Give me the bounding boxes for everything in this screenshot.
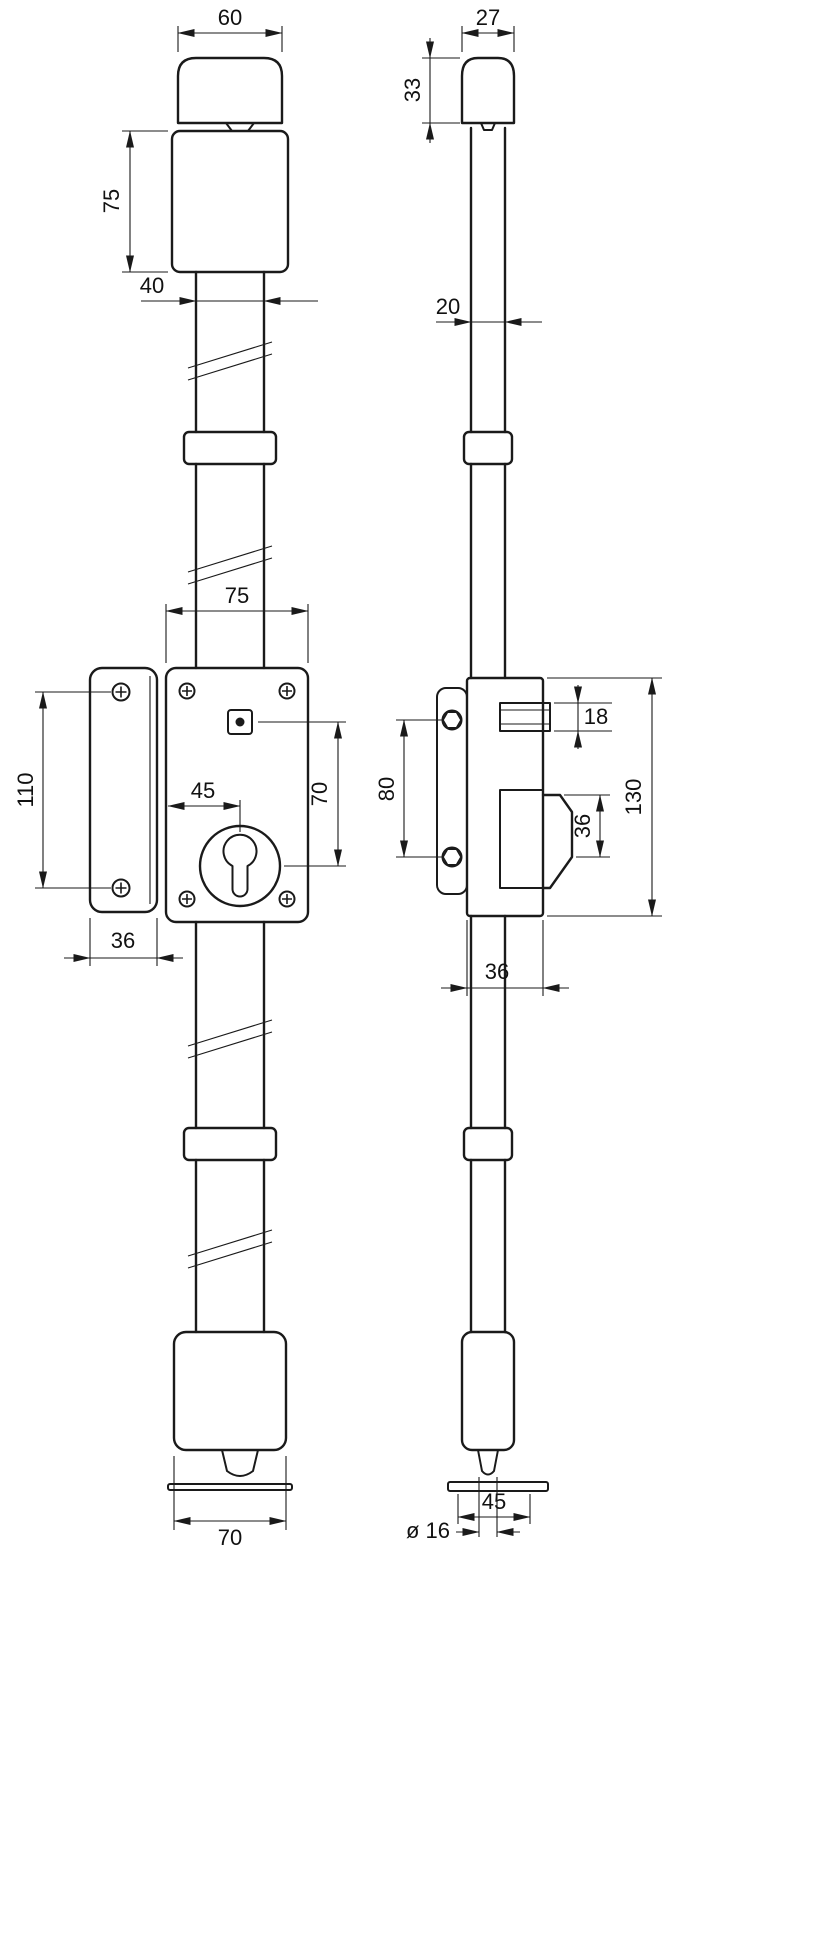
side-dim-latch-height: 18 — [554, 685, 612, 749]
side-dim-bolt-height: 36 — [564, 794, 610, 858]
front-bottom-block — [172, 1330, 288, 1452]
front-keeper-screws — [111, 682, 131, 898]
side-dim-cap-height: 33 — [400, 38, 460, 143]
side-dim-screw-spacing: 80 — [374, 719, 444, 858]
front-view: 60 75 40 — [13, 5, 346, 1550]
side-latch-bolt — [499, 702, 551, 732]
front-dim-rod-width: 40 — [140, 273, 318, 305]
front-lower-collar — [182, 1126, 278, 1162]
side-dead-bolt — [499, 789, 574, 890]
dim-label-bolt-height: 36 — [570, 814, 595, 838]
dim-label-spindle-to-cylinder: 70 — [307, 782, 332, 806]
dim-label-side-rod-width: 20 — [436, 294, 460, 319]
dim-label-side-cap-height: 33 — [400, 78, 425, 102]
front-dim-foot-width: 70 — [173, 1456, 287, 1550]
side-dim-rod-width: 20 — [436, 294, 542, 326]
dim-label-foot-width: 70 — [218, 1525, 242, 1550]
side-top-cap — [460, 56, 516, 131]
side-ground-plate — [447, 1481, 549, 1492]
side-dim-foot-width: 45 — [457, 1489, 531, 1524]
front-dim-case-width: 75 — [165, 583, 309, 663]
front-bottom-pin — [221, 1449, 259, 1477]
side-dim-case-height: 130 — [547, 677, 662, 917]
side-view: 27 33 20 — [374, 5, 662, 1543]
front-spindle-square — [227, 709, 253, 735]
front-dim-cylinder-offset: 45 — [167, 778, 241, 832]
side-lower-collar — [462, 1126, 514, 1162]
side-upper-collar — [462, 430, 514, 466]
dim-label-rod-width: 40 — [140, 273, 164, 298]
front-lock-case — [164, 666, 310, 924]
front-dim-cap-width: 60 — [177, 5, 283, 52]
front-top-cap — [176, 56, 284, 132]
side-back-plate — [436, 687, 468, 895]
dim-label-head-height: 75 — [99, 189, 124, 213]
dim-label-pin-diameter: ø 16 — [406, 1518, 450, 1543]
side-lock-case — [465, 676, 545, 918]
side-bottom-block — [460, 1330, 516, 1452]
side-dim-cap-width: 27 — [461, 5, 515, 52]
dim-label-latch-height: 18 — [584, 704, 608, 729]
dim-label-side-cap-width: 27 — [476, 5, 500, 30]
side-bottom-pin — [477, 1449, 499, 1476]
front-rod — [194, 270, 266, 1334]
dim-label-keeper-hole-spacing: 110 — [13, 772, 38, 807]
dim-label-side-foot-width: 45 — [482, 1489, 506, 1514]
front-case-screws — [178, 682, 296, 908]
front-dim-keeper-width: 36 — [64, 918, 183, 966]
euro-cylinder — [198, 824, 282, 908]
dim-label-cylinder-offset: 45 — [191, 778, 215, 803]
side-dim-case-depth: 36 — [441, 920, 569, 996]
dim-label-case-height: 130 — [621, 779, 646, 816]
front-dim-spindle-to-cylinder: 70 — [258, 721, 346, 867]
front-ground-plate — [167, 1483, 293, 1491]
dim-label-cap-width: 60 — [218, 5, 242, 30]
dim-label-screw-spacing: 80 — [374, 777, 399, 801]
dim-label-keeper-width: 36 — [111, 928, 135, 953]
front-dim-head-height: 75 — [99, 130, 168, 273]
side-hex-screws — [441, 709, 463, 868]
front-upper-collar — [182, 430, 278, 466]
dim-label-case-depth: 36 — [485, 959, 509, 984]
front-dim-keeper-hole-spacing: 110 — [13, 691, 111, 889]
side-dim-pin-diameter: ø 16 — [406, 1477, 520, 1543]
front-keeper-plate — [88, 666, 159, 914]
dim-label-case-width: 75 — [225, 583, 249, 608]
side-rod — [469, 126, 507, 1334]
front-head-block — [170, 129, 290, 274]
front-rod-break-marks — [187, 341, 273, 1269]
